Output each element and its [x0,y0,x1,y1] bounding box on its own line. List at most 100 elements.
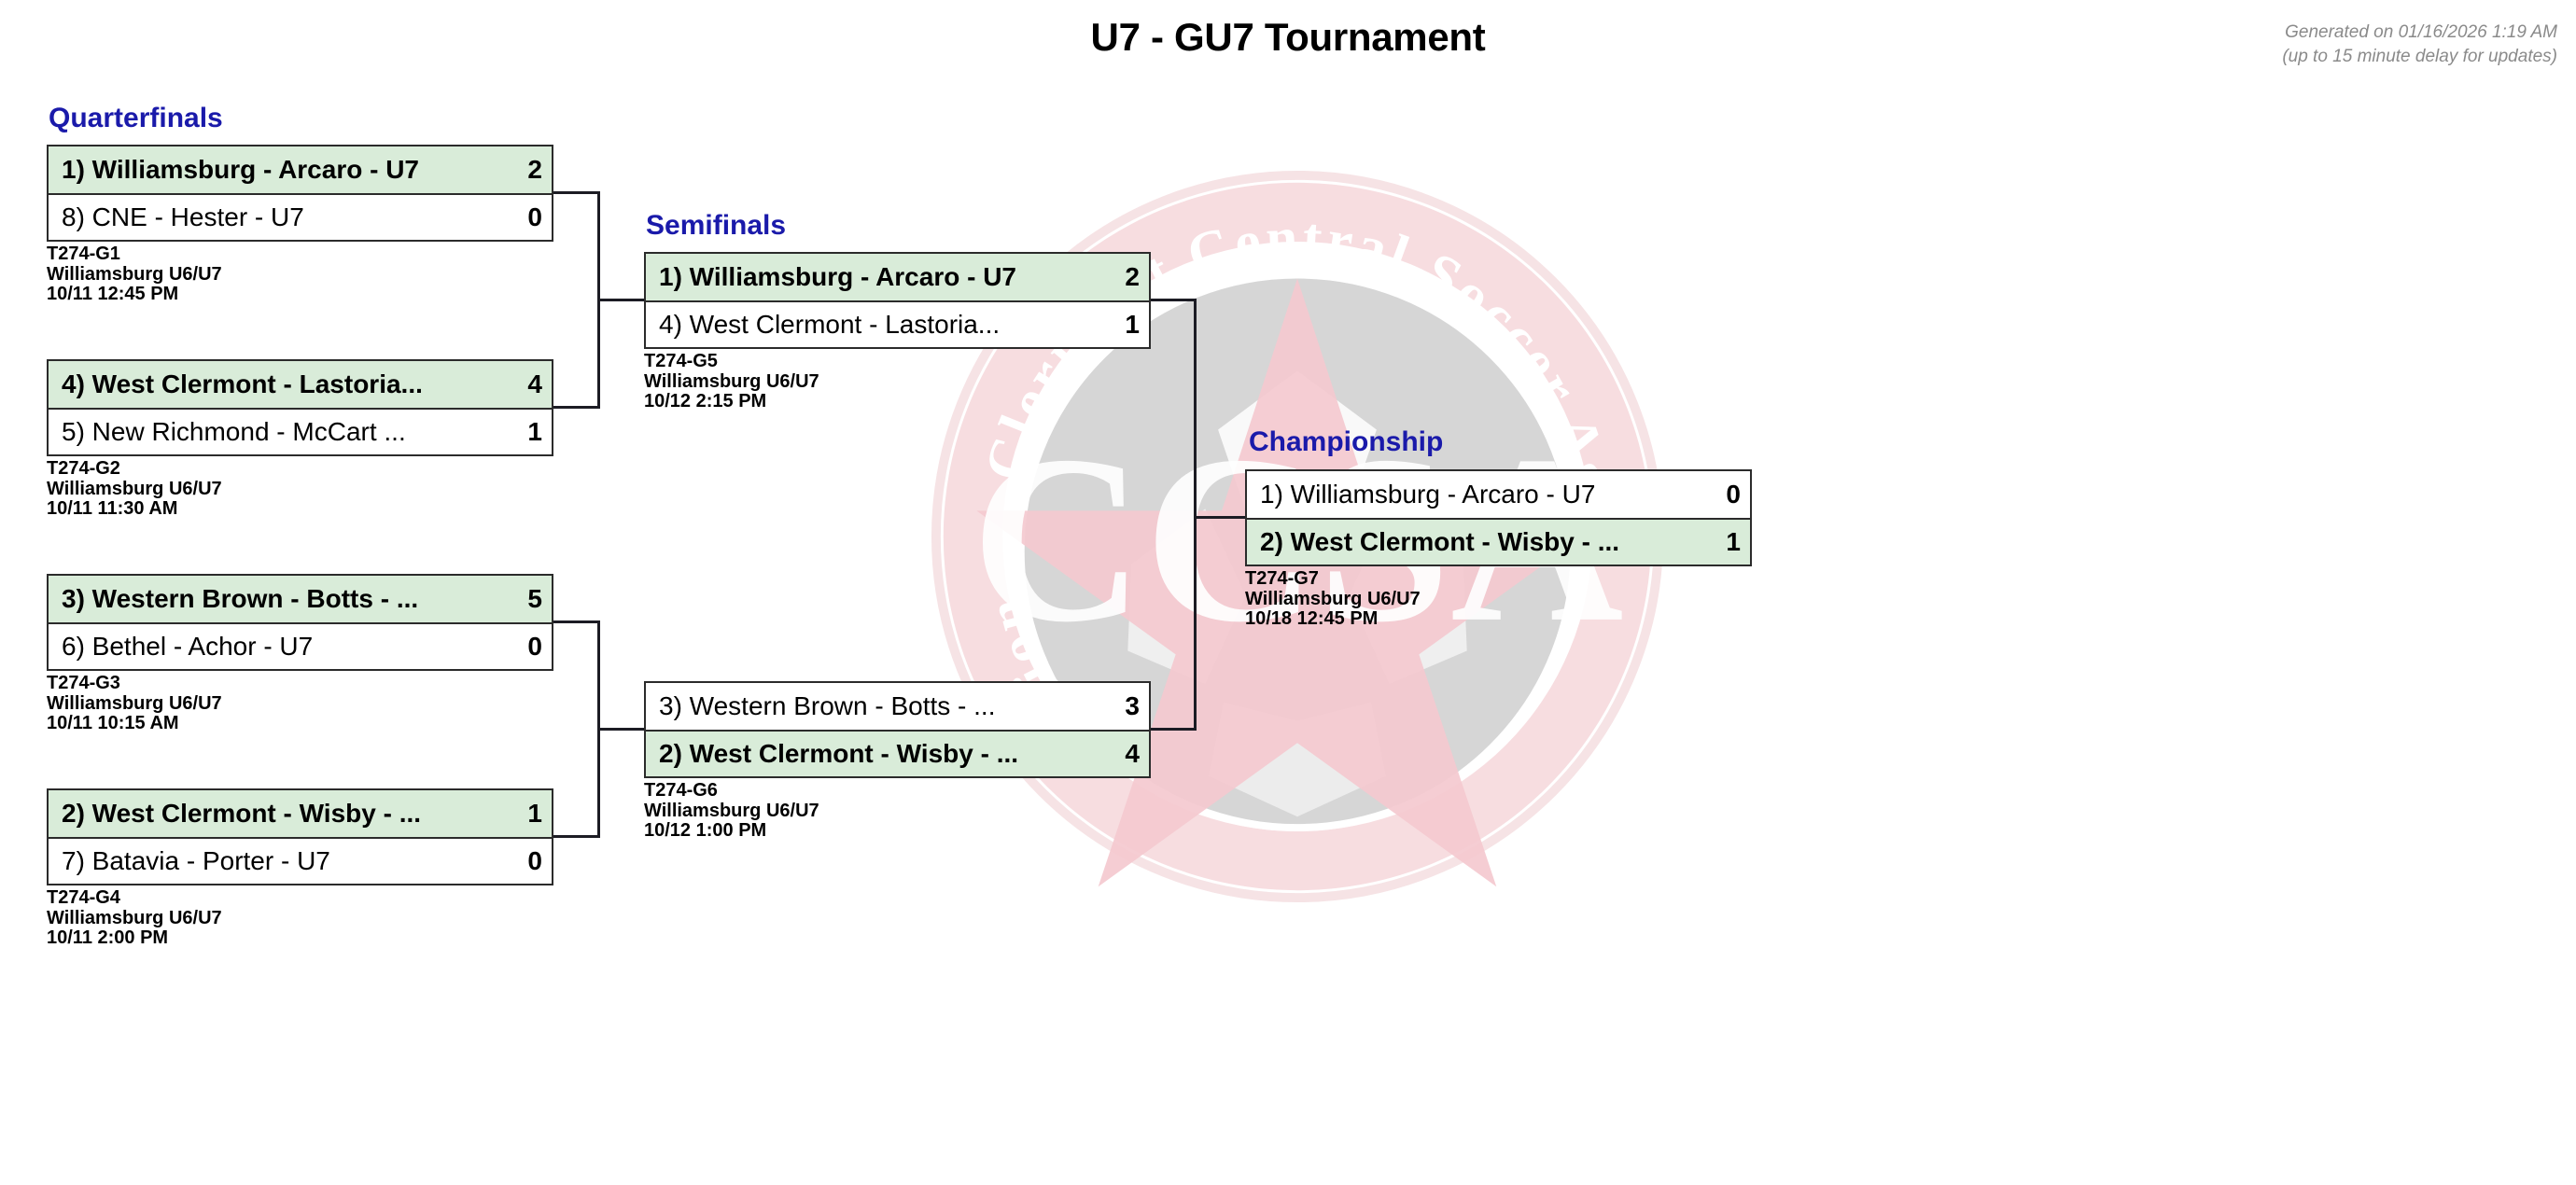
match-venue: Williamsburg U6/U7 [47,907,222,928]
match-venue: Williamsburg U6/U7 [1245,588,1421,609]
team-score: 1 [527,799,542,828]
match-g1-team-bottom[interactable]: 8) CNE - Hester - U7 0 [49,193,552,240]
team-score: 0 [527,632,542,661]
connector-g6-out [1150,728,1197,731]
connector-into-g5 [597,299,644,301]
team-name: 8) CNE - Hester - U7 [62,202,304,231]
match-g7[interactable]: 1) Williamsburg - Arcaro - U7 0 2) West … [1245,469,1752,630]
match-g6[interactable]: 3) Western Brown - Botts - ... 3 2) West… [644,681,1151,842]
match-g4[interactable]: 2) West Clermont - Wisby - ... 1 7) Bata… [47,788,553,949]
team-name: 1) Williamsburg - Arcaro - U7 [62,155,420,184]
match-g2-team-bottom[interactable]: 5) New Richmond - McCart ... 1 [49,408,552,454]
team-score: 4 [1125,739,1140,768]
page-title: U7 - GU7 Tournament [1090,15,1486,59]
connector-g1-out [553,191,600,194]
team-name: 5) New Richmond - McCart ... [62,417,406,446]
match-datetime: 10/11 12:45 PM [47,284,179,305]
match-game-id: T274-G3 [47,673,120,693]
match-g3-meta: T274-G3 Williamsburg U6/U7 10/11 10:15 A… [47,673,553,734]
match-game-id: T274-G6 [644,780,718,801]
match-venue: Williamsburg U6/U7 [47,478,222,499]
team-name: 6) Bethel - Achor - U7 [62,632,314,661]
match-g1[interactable]: 1) Williamsburg - Arcaro - U7 2 8) CNE -… [47,145,553,305]
match-datetime: 10/11 10:15 AM [47,713,179,734]
round-label-quarterfinals: Quarterfinals [49,103,223,133]
team-name: 2) West Clermont - Wisby - ... [62,799,422,828]
team-name: 2) West Clermont - Wisby - ... [1260,527,1620,556]
match-game-id: T274-G2 [47,458,120,479]
match-g2-meta: T274-G2 Williamsburg U6/U7 10/11 11:30 A… [47,458,553,520]
team-name: 7) Batavia - Porter - U7 [62,846,330,875]
match-datetime: 10/11 11:30 AM [47,498,178,520]
team-score: 1 [527,417,542,446]
team-score: 2 [1125,262,1140,291]
match-g1-box: 1) Williamsburg - Arcaro - U7 2 8) CNE -… [47,145,553,242]
match-g7-team-bottom[interactable]: 2) West Clermont - Wisby - ... 1 [1247,518,1750,565]
team-score: 4 [527,369,542,398]
team-score: 5 [527,584,542,613]
match-g3-box: 3) Western Brown - Botts - ... 5 6) Beth… [47,574,553,671]
match-datetime: 10/18 12:45 PM [1245,608,1379,630]
match-g2-box: 4) West Clermont - Lastoria... 4 5) New … [47,359,553,456]
match-g7-meta: T274-G7 Williamsburg U6/U7 10/18 12:45 P… [1245,568,1752,630]
round-label-championship: Championship [1249,426,1444,457]
match-g5-team-bottom[interactable]: 4) West Clermont - Lastoria... 1 [646,300,1149,347]
match-g5-team-top[interactable]: 1) Williamsburg - Arcaro - U7 2 [646,254,1149,300]
match-venue: Williamsburg U6/U7 [644,800,819,821]
team-name: 3) Western Brown - Botts - ... [659,691,996,720]
match-game-id: T274-G4 [47,887,120,908]
match-venue: Williamsburg U6/U7 [644,370,819,392]
team-score: 3 [1125,691,1140,720]
match-g3[interactable]: 3) Western Brown - Botts - ... 5 6) Beth… [47,574,553,734]
match-g5[interactable]: 1) Williamsburg - Arcaro - U7 2 4) West … [644,252,1151,412]
match-game-id: T274-G5 [644,351,718,371]
match-g5-box: 1) Williamsburg - Arcaro - U7 2 4) West … [644,252,1151,349]
match-g6-team-top[interactable]: 3) Western Brown - Botts - ... 3 [646,683,1149,730]
match-g7-team-top[interactable]: 1) Williamsburg - Arcaro - U7 0 [1247,471,1750,518]
connector-into-g6 [597,728,644,731]
team-name: 1) Williamsburg - Arcaro - U7 [1260,480,1596,509]
match-g6-box: 3) Western Brown - Botts - ... 3 2) West… [644,681,1151,778]
match-g3-team-top[interactable]: 3) Western Brown - Botts - ... 5 [49,576,552,622]
team-name: 4) West Clermont - Lastoria... [62,369,423,398]
update-delay-note: (up to 15 minute delay for updates) [2282,46,2557,66]
connector-g3-out [553,620,600,623]
team-score: 1 [1726,527,1741,556]
team-score: 0 [527,846,542,875]
match-game-id: T274-G7 [1245,568,1319,589]
match-g6-meta: T274-G6 Williamsburg U6/U7 10/12 1:00 PM [644,780,1151,842]
match-g7-box: 1) Williamsburg - Arcaro - U7 0 2) West … [1245,469,1752,566]
connector-g2-out [553,406,600,409]
connector-sf-vertical [1194,299,1197,731]
match-g2-team-top[interactable]: 4) West Clermont - Lastoria... 4 [49,361,552,408]
match-datetime: 10/11 2:00 PM [47,927,169,949]
connector-g5-out [1150,299,1197,301]
match-g1-team-top[interactable]: 1) Williamsburg - Arcaro - U7 2 [49,146,552,193]
team-score: 0 [1726,480,1741,509]
match-g4-meta: T274-G4 Williamsburg U6/U7 10/11 2:00 PM [47,887,553,949]
match-venue: Williamsburg U6/U7 [47,263,222,285]
team-score: 2 [527,155,542,184]
team-score: 1 [1125,310,1140,339]
connector-into-g7 [1194,516,1245,519]
match-g4-team-top[interactable]: 2) West Clermont - Wisby - ... 1 [49,790,552,837]
match-datetime: 10/12 2:15 PM [644,391,767,412]
match-g3-team-bottom[interactable]: 6) Bethel - Achor - U7 0 [49,622,552,669]
match-g2[interactable]: 4) West Clermont - Lastoria... 4 5) New … [47,359,553,520]
connector-g4-out [553,835,600,838]
match-g1-meta: T274-G1 Williamsburg U6/U7 10/11 12:45 P… [47,244,553,305]
team-name: 3) Western Brown - Botts - ... [62,584,419,613]
match-datetime: 10/12 1:00 PM [644,820,767,842]
generated-timestamp: Generated on 01/16/2026 1:19 AM (up to 1… [2282,21,2557,68]
round-label-semifinals: Semifinals [646,210,787,241]
match-g4-team-bottom[interactable]: 7) Batavia - Porter - U7 0 [49,837,552,884]
match-g6-team-bottom[interactable]: 2) West Clermont - Wisby - ... 4 [646,730,1149,776]
team-name: 2) West Clermont - Wisby - ... [659,739,1019,768]
team-name: 1) Williamsburg - Arcaro - U7 [659,262,1017,291]
team-score: 0 [527,202,542,231]
match-g5-meta: T274-G5 Williamsburg U6/U7 10/12 2:15 PM [644,351,1151,412]
match-game-id: T274-G1 [47,244,120,264]
match-g4-box: 2) West Clermont - Wisby - ... 1 7) Bata… [47,788,553,885]
match-venue: Williamsburg U6/U7 [47,692,222,714]
team-name: 4) West Clermont - Lastoria... [659,310,1001,339]
